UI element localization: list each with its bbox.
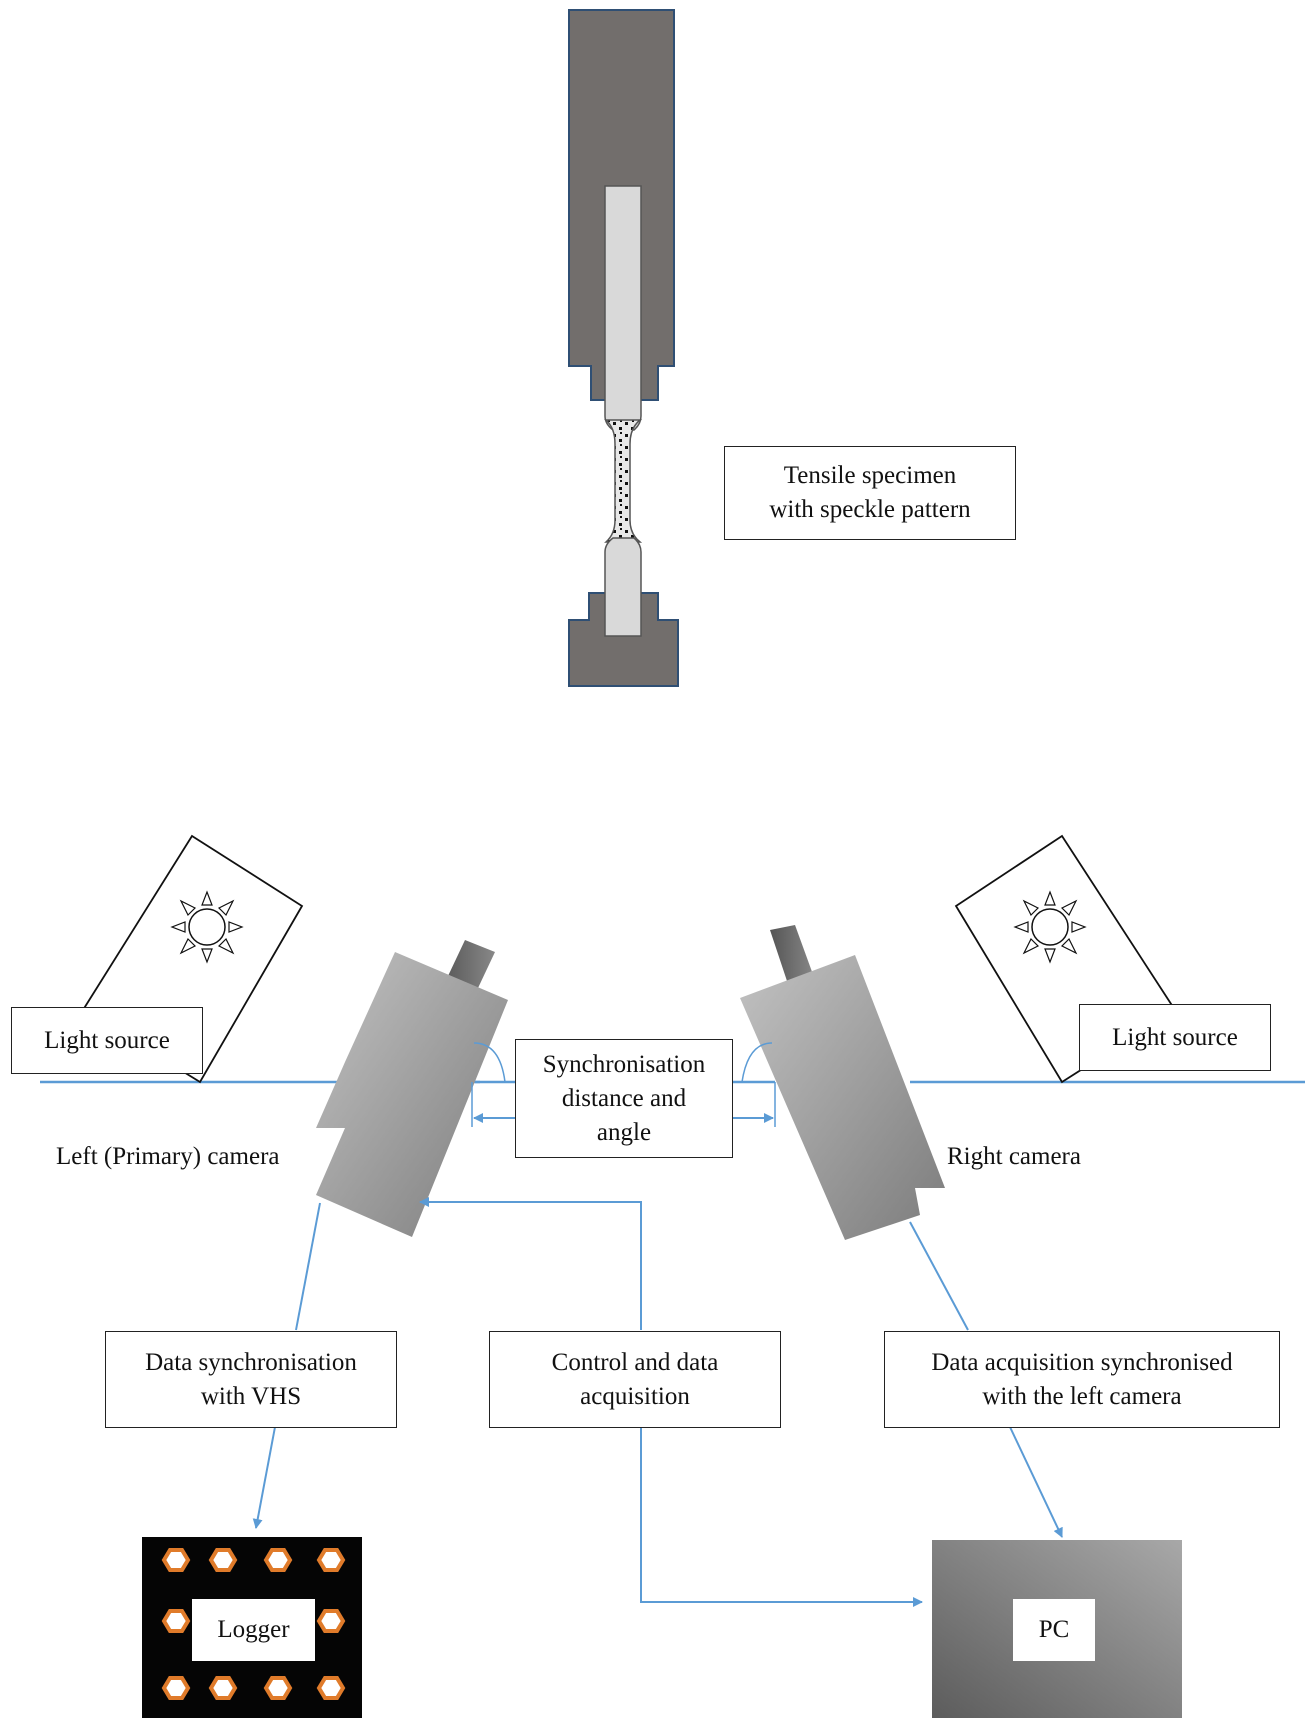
control-to-left-camera-arrow	[419, 1197, 642, 1330]
specimen-label: Tensile specimen with speckle pattern	[724, 446, 1016, 540]
acq-box-to-pc-arrow	[1009, 1426, 1063, 1538]
sync-box-to-logger-arrow	[252, 1426, 276, 1529]
right-camera	[740, 925, 945, 1240]
left-camera-body	[316, 952, 508, 1237]
light-source-right-label: Light source	[1079, 1004, 1271, 1071]
right-camera-to-acq-box	[909, 1221, 969, 1331]
right-camera-body	[740, 955, 945, 1240]
right-camera-lens	[770, 925, 815, 990]
left-angle-arc	[473, 1042, 506, 1083]
control-data-acquisition-label: Control and data acquisition	[489, 1331, 781, 1428]
data-sync-vhs-label: Data synchronisation with VHS	[105, 1331, 397, 1428]
specimen-gauge-section	[604, 419, 643, 543]
control-to-pc-arrow	[640, 1427, 923, 1607]
specimen-upper-shoulder	[604, 185, 642, 431]
logger-ports	[161, 1548, 346, 1700]
sun-icon	[170, 890, 244, 964]
logger-label: Logger	[192, 1599, 315, 1661]
right-angle-arc	[741, 1042, 773, 1083]
lower-grip	[568, 592, 679, 687]
sun-icon	[1013, 890, 1087, 964]
pc-label: PC	[1013, 1599, 1095, 1661]
left-camera	[316, 940, 508, 1237]
sync-distance-angle-label: Synchronisation distance and angle	[515, 1039, 733, 1158]
light-source-left-label: Light source	[11, 1007, 203, 1074]
right-camera-label: Right camera	[947, 1143, 1081, 1170]
tensile-machine	[568, 9, 679, 687]
left-camera-to-sync-box	[295, 1202, 321, 1331]
specimen-lower-shoulder	[604, 537, 642, 637]
data-acquisition-synced-label: Data acquisition synchronised with the l…	[884, 1331, 1280, 1428]
left-camera-label: Left (Primary) camera	[56, 1143, 280, 1170]
